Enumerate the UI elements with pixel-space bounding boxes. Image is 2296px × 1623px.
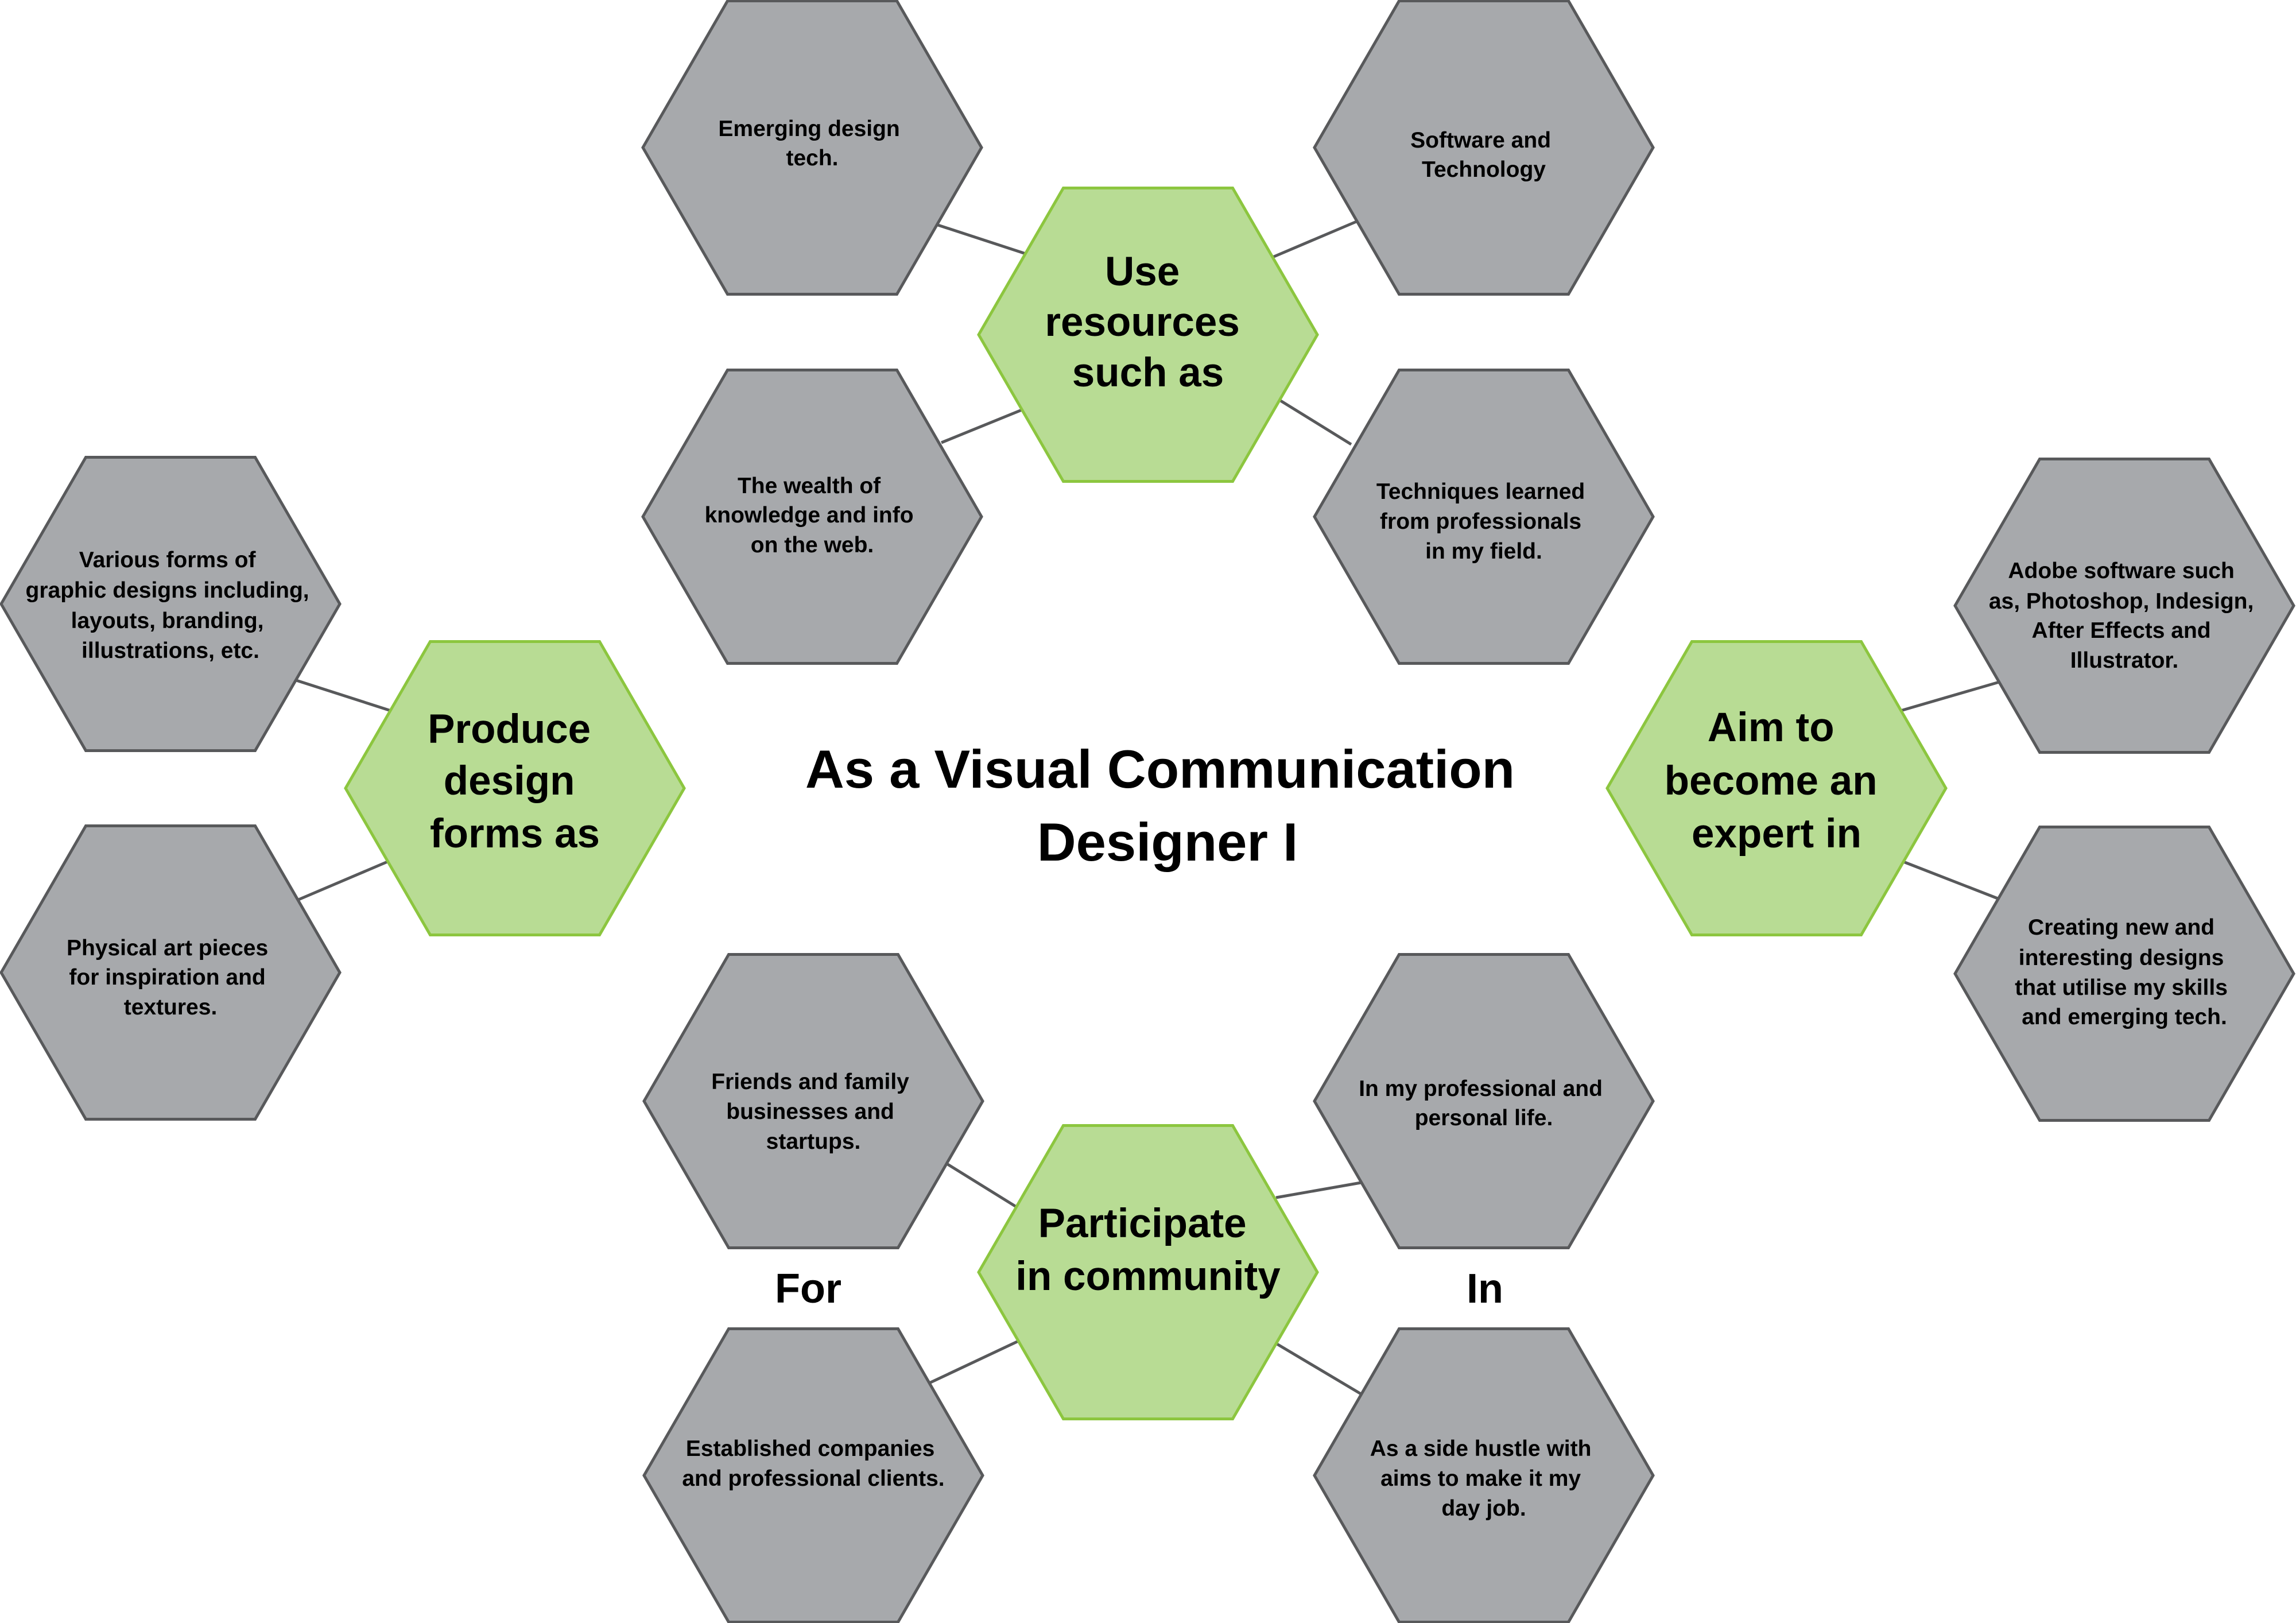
- connector-wealth: [941, 408, 1022, 444]
- hub-produce-design: Produce design forms as: [344, 640, 686, 936]
- node-side-hustle: As a side hustle with aims to make it my…: [1313, 1327, 1655, 1623]
- hexagon-shape: [1313, 953, 1655, 1249]
- label-in: In: [1467, 1266, 1503, 1312]
- connector-physical: [298, 860, 388, 901]
- node-text: Various forms of graphic designs includi…: [26, 548, 316, 663]
- node-emerging-tech: Emerging design tech.: [641, 0, 983, 296]
- node-established-companies: Established companies and professional c…: [642, 1327, 984, 1623]
- hexagon-shape: [642, 953, 984, 1249]
- node-text: In my professional and personal life.: [1359, 1076, 1609, 1130]
- node-text: Techniques learned from professionals in…: [1376, 479, 1591, 564]
- hexagon-shape: [1953, 458, 2295, 754]
- node-various-forms: Various forms of graphic designs includi…: [0, 456, 342, 752]
- hub-aim-expert: Aim to become an expert in: [1605, 640, 1948, 936]
- title-line-2: Designer I: [1037, 812, 1298, 872]
- connector-software: [1272, 220, 1357, 259]
- hexagon-shape: [0, 824, 342, 1121]
- hexagon-shape: [1605, 640, 1948, 936]
- hexagon-shape: [641, 369, 983, 665]
- node-text: The wealth of knowledge and info on the …: [705, 474, 920, 557]
- connector-professional-life: [1275, 1181, 1362, 1199]
- hexagon-shape: [1313, 369, 1655, 665]
- hexagon-shape: [1313, 1327, 1655, 1623]
- node-creating-designs: Creating new and interesting designs tha…: [1953, 826, 2295, 1122]
- connector-emerging: [937, 223, 1026, 255]
- node-software-technology: Software and Technology: [1313, 0, 1655, 296]
- connector-friends: [947, 1163, 1018, 1209]
- node-text: Friends and family businesses and startu…: [711, 1070, 915, 1154]
- hexagon-shape: [1953, 826, 2295, 1122]
- hexagon-shape: [641, 0, 983, 296]
- node-adobe-software: Adobe software such as, Photoshop, Indes…: [1953, 458, 2295, 754]
- node-text: As a side hustle with aims to make it my…: [1370, 1436, 1598, 1521]
- hub-use-resources: Use resources such as: [977, 187, 1319, 483]
- connectors: [296, 220, 2000, 1396]
- node-wealth-of-knowledge: The wealth of knowledge and info on the …: [641, 369, 983, 665]
- hexagon-shape: [1313, 0, 1655, 296]
- hub-text: Produce design forms as: [428, 707, 602, 857]
- node-text: Software and Technology: [1410, 128, 1557, 182]
- diagram-title: As a Visual Communication Designer I: [805, 739, 1530, 872]
- node-professional-personal-life: In my professional and personal life.: [1313, 953, 1655, 1249]
- hexagon-shape: [642, 1327, 984, 1623]
- node-techniques-learned: Techniques learned from professionals in…: [1313, 369, 1655, 665]
- title-line-1: As a Visual Communication: [805, 739, 1515, 799]
- connector-techniques: [1279, 399, 1352, 446]
- hexagon-shape: [0, 456, 342, 752]
- node-text: Adobe software such as, Photoshop, Indes…: [1989, 559, 2260, 673]
- hub-text: Use resources such as: [1045, 249, 1251, 396]
- connector-various: [296, 679, 391, 712]
- hub-text: Aim to become an expert in: [1665, 705, 1889, 857]
- node-friends-family: Friends and family businesses and startu…: [642, 953, 984, 1249]
- node-text: Emerging design tech.: [718, 117, 906, 171]
- node-text: Established companies and professional c…: [682, 1436, 944, 1491]
- hub-participate-community: Participate in community: [977, 1124, 1319, 1420]
- hexagon-shape: [344, 640, 686, 936]
- node-text: Physical art pieces for inspiration and …: [67, 936, 274, 1020]
- connector-established: [928, 1339, 1019, 1385]
- node-text: Creating new and interesting designs tha…: [2015, 915, 2233, 1029]
- node-physical-art: Physical art pieces for inspiration and …: [0, 824, 342, 1121]
- hub-text: Participate in community: [1015, 1201, 1281, 1299]
- hexagon-shape: [977, 1124, 1319, 1420]
- connector-adobe: [1900, 680, 2000, 712]
- connector-side-hustle: [1275, 1342, 1362, 1396]
- label-for: For: [775, 1266, 841, 1312]
- hexagon-shape: [977, 187, 1319, 483]
- connector-creating: [1903, 860, 2000, 901]
